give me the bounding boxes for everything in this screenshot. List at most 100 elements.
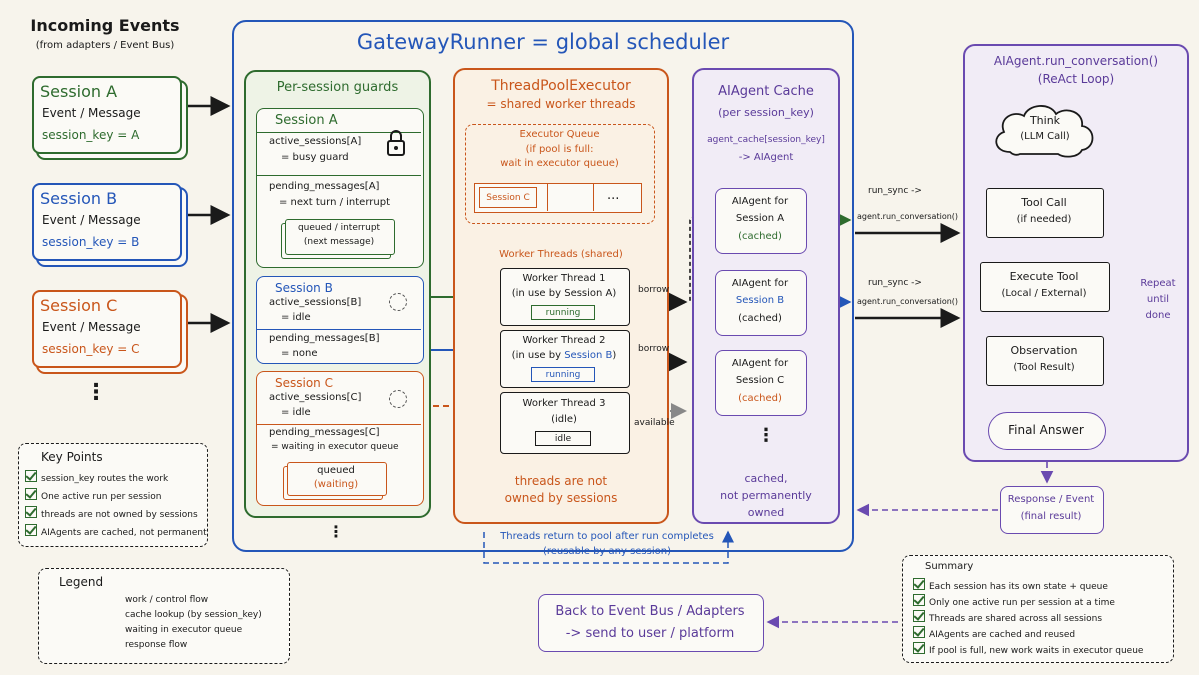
worker-2-detail-pre: (in use by bbox=[511, 350, 565, 361]
summary-item-1: Each session has its own state + queue bbox=[913, 578, 1108, 592]
workers-title: Worker Threads (shared) bbox=[499, 249, 623, 260]
back-l2: -> send to user / platform bbox=[565, 626, 735, 641]
checkbox-icon bbox=[913, 626, 925, 638]
agent-session-a: AIAgent for Session A (cached) bbox=[715, 188, 807, 254]
guard-session-c: Session C active_sessions[C] = idle pend… bbox=[256, 371, 424, 506]
queue-more: ... bbox=[607, 188, 620, 203]
guard-b-active: active_sessions[B] bbox=[269, 297, 362, 308]
idle-circle-icon bbox=[389, 390, 407, 408]
cache-expr-2: -> AIAgent bbox=[738, 152, 794, 163]
back-to-event-bus-box: Back to Event Bus / Adapters -> send to … bbox=[538, 594, 764, 652]
guard-a-active: active_sessions[A] bbox=[269, 136, 362, 147]
execute-tool-step: Execute Tool (Local / External) bbox=[980, 262, 1110, 312]
observation-sub: (Tool Result) bbox=[1013, 362, 1075, 373]
response-l1: Response / Event bbox=[1007, 494, 1095, 505]
incoming-session-b-event: Event / Message bbox=[42, 213, 141, 227]
executor-queue: Executor Queue (if pool is full: wait in… bbox=[465, 124, 655, 224]
legend-label-work: work / control flow bbox=[125, 595, 209, 605]
react-subtitle: (ReAct Loop) bbox=[1037, 72, 1115, 86]
worker-1-name: Worker Thread 1 bbox=[522, 273, 606, 284]
cache-more: ⋮ bbox=[757, 425, 775, 446]
response-l2: (final result) bbox=[1020, 511, 1082, 522]
guard-a-queued: queued / interrupt (next message) bbox=[285, 219, 395, 255]
think-cloud-icon bbox=[995, 105, 1094, 158]
key-points-box: Key Points session_key routes the work O… bbox=[18, 443, 208, 547]
repeat-l2: until bbox=[1146, 294, 1170, 305]
back-l1: Back to Event Bus / Adapters bbox=[555, 604, 745, 619]
key-point-4-text: AIAgents are cached, not permanent bbox=[41, 528, 207, 538]
worker-2-detail-post: ) bbox=[612, 350, 617, 361]
worker-3-detail: (idle) bbox=[551, 414, 577, 425]
tool-call-label: Tool Call bbox=[1021, 196, 1067, 209]
react-title: AIAgent.run_conversation() bbox=[993, 54, 1159, 68]
queue-slots: Session C ... bbox=[474, 183, 642, 213]
cache-note-3: owned bbox=[747, 506, 785, 519]
tool-call-sub: (if needed) bbox=[1016, 214, 1072, 225]
label-available: available bbox=[634, 418, 675, 428]
worker-2-name: Worker Thread 2 bbox=[522, 335, 606, 346]
cache-title: AIAgent Cache bbox=[718, 84, 814, 99]
cache-note-2: not permanently bbox=[720, 489, 812, 502]
repeat-l3: done bbox=[1145, 310, 1171, 321]
guard-a-queued-sub: (next message) bbox=[303, 237, 375, 247]
think-label: Think bbox=[1029, 114, 1061, 127]
guard-a-queued-label: queued / interrupt bbox=[297, 223, 381, 233]
execute-tool-sub: (Local / External) bbox=[1001, 288, 1087, 299]
final-answer-label: Final Answer bbox=[1008, 423, 1084, 437]
cache-note-1: cached, bbox=[744, 472, 788, 485]
incoming-more: ⋮ bbox=[85, 380, 107, 405]
gateway-more: ⋮ bbox=[328, 522, 344, 541]
legend-label-wait: waiting in executor queue bbox=[125, 625, 243, 635]
checkbox-icon bbox=[913, 642, 925, 654]
incoming-session-b-key: session_key = B bbox=[42, 235, 140, 249]
guard-a-pending-val: = next turn / interrupt bbox=[279, 197, 390, 208]
observation-step: Observation (Tool Result) bbox=[986, 336, 1104, 386]
key-point-2-text: One active run per session bbox=[41, 492, 162, 502]
guards-title: Per-session guards bbox=[276, 80, 399, 95]
agent-session-c: AIAgent for Session C (cached) bbox=[715, 350, 807, 416]
summary-item-4-text: AIAgents are cached and reused bbox=[929, 630, 1076, 640]
guard-b-pending-val: = none bbox=[281, 348, 318, 359]
guard-a-active-val: = busy guard bbox=[281, 152, 349, 163]
pool-note-1: threads are not bbox=[514, 474, 608, 488]
agent-c-l3: (cached) bbox=[738, 393, 782, 404]
legend-label-cache: cache lookup (by session_key) bbox=[125, 610, 262, 620]
queue-sub1: (if pool is full: bbox=[525, 144, 594, 155]
execute-tool-label: Execute Tool bbox=[1009, 270, 1079, 283]
worker-3-name: Worker Thread 3 bbox=[522, 398, 606, 409]
tool-call-step: Tool Call (if needed) bbox=[986, 188, 1104, 238]
legend-title: Legend bbox=[59, 575, 104, 589]
incoming-session-a-event: Event / Message bbox=[42, 106, 141, 120]
key-point-4: AIAgents are cached, not permanent bbox=[25, 524, 207, 538]
guard-b-title: Session B bbox=[275, 281, 333, 295]
label-run-sync-a: run_sync -> bbox=[868, 186, 922, 196]
guard-a-pending: pending_messages[A] bbox=[269, 181, 380, 192]
label-borrow-1: borrow bbox=[638, 285, 670, 295]
worker-2-detail: (in use by Session B) bbox=[501, 350, 627, 361]
agent-a-l2: Session A bbox=[735, 213, 785, 224]
summary-item-1-text: Each session has its own state + queue bbox=[929, 582, 1108, 592]
guard-c-queued: queued (waiting) bbox=[287, 462, 387, 496]
agent-b-l1: AIAgent for bbox=[731, 278, 789, 289]
worker-2-status: running bbox=[531, 367, 595, 382]
arrow-thread-return bbox=[483, 530, 734, 564]
incoming-session-a: Session A Event / Message session_key = … bbox=[32, 76, 182, 154]
incoming-session-a-key: session_key = A bbox=[42, 128, 140, 142]
summary-box: Summary Each session has its own state +… bbox=[902, 555, 1174, 663]
worker-1-detail-post: ) bbox=[612, 288, 617, 299]
guard-c-active-val: = idle bbox=[281, 407, 311, 418]
pool-subtitle: = shared worker threads bbox=[486, 97, 636, 111]
incoming-subtitle: (from adapters / Event Bus) bbox=[35, 40, 175, 51]
agent-b-l3: (cached) bbox=[738, 313, 782, 324]
guard-b-active-val: = idle bbox=[281, 312, 311, 323]
gateway-title: GatewayRunner = global scheduler bbox=[356, 30, 730, 54]
guard-session-b: Session B active_sessions[B] = idle pend… bbox=[256, 276, 424, 364]
key-point-1-text: session_key routes the work bbox=[41, 474, 169, 484]
legend-box: Legend work / control flow cache lookup … bbox=[38, 568, 290, 664]
observation-label: Observation bbox=[1010, 344, 1078, 357]
agent-c-l1: AIAgent for bbox=[731, 358, 789, 369]
cache-expr-1: agent_cache[session_key] bbox=[707, 135, 825, 145]
worker-thread-2: Worker Thread 2 (in use by Session B) ru… bbox=[500, 330, 630, 388]
checkbox-icon bbox=[25, 524, 37, 536]
guard-b-pending: pending_messages[B] bbox=[269, 333, 380, 344]
